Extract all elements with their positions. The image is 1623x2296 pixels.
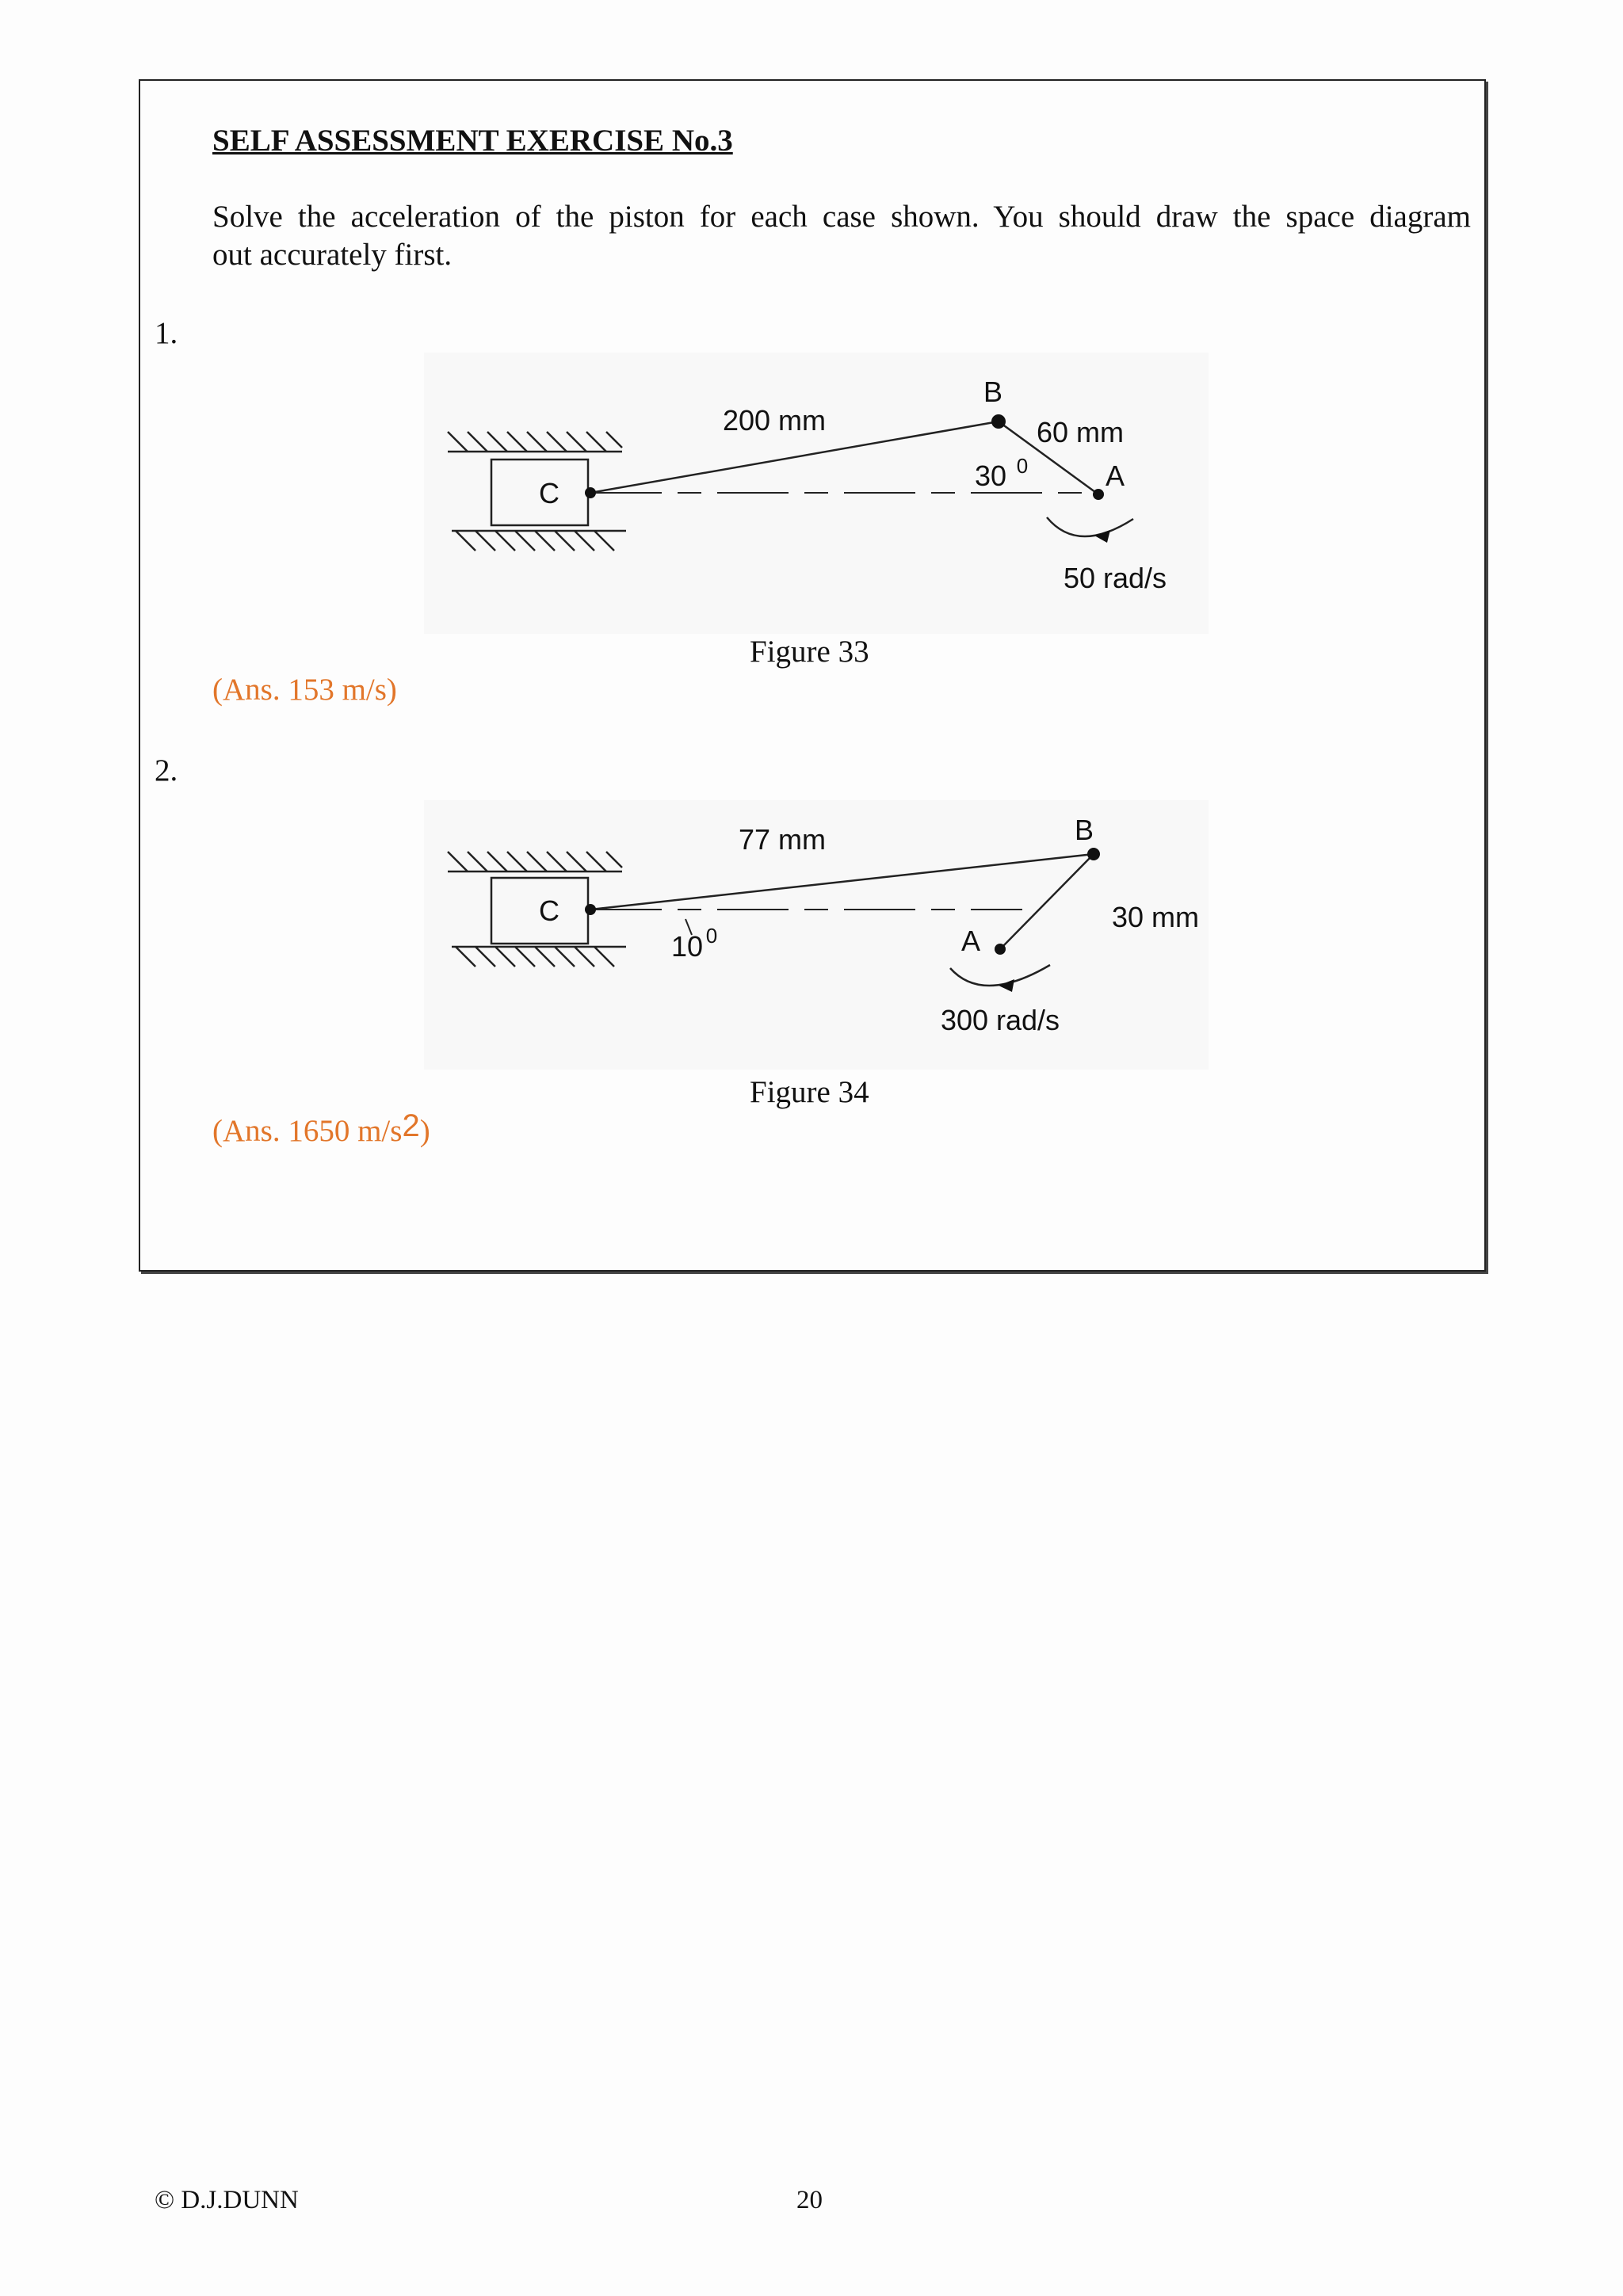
speed-label: 300 rad/s (941, 1004, 1060, 1036)
figure-34-diagram: C B A 77 mm 30 mm 10 0 300 rad/s (424, 800, 1209, 1070)
pivot-a-label: A (961, 925, 980, 957)
exercise-title: SELF ASSESSMENT EXERCISE No.3 (212, 124, 733, 158)
connecting-rod (590, 420, 999, 494)
joint-b-label: B (983, 376, 1002, 408)
answer-2-close: ) (419, 1114, 430, 1148)
intro-line-2: out accurately first. (212, 238, 453, 272)
joint-b (1087, 848, 1100, 860)
rod-length-label: 200 mm (723, 404, 826, 437)
figure-34-caption: Figure 34 (750, 1075, 869, 1109)
exercise-intro: Solve the acceleration of the piston for… (212, 198, 1471, 274)
figure-33-caption: Figure 33 (750, 635, 869, 669)
joint-c (585, 487, 596, 498)
piston-label: C (539, 477, 559, 509)
pivot-a (1093, 489, 1104, 500)
upper-guide-hatch (447, 431, 623, 453)
lower-guide-hatch (452, 529, 626, 551)
connecting-rod (590, 852, 1094, 911)
joint-b (991, 414, 1006, 429)
crank-length-label: 60 mm (1037, 416, 1124, 448)
piston-label: C (539, 894, 559, 927)
angle-unit-label: 0 (1017, 454, 1028, 478)
pivot-a-label: A (1106, 460, 1125, 492)
crank (999, 853, 1094, 950)
problem-2-number: 2. (155, 753, 178, 788)
angle-label: 10 (671, 930, 703, 963)
footer-page-number: 20 (796, 2186, 823, 2214)
arrowhead-icon (1094, 530, 1110, 543)
joint-c (585, 904, 596, 915)
figure-33-diagram: C B A 200 mm 60 mm 30 0 50 rad/s (424, 353, 1209, 634)
upper-guide-hatch (447, 851, 623, 873)
answer-1: (Ans. 153 m/s) (212, 673, 397, 707)
crank (998, 420, 1099, 496)
footer-copyright: © D.J.DUNN (155, 2186, 299, 2214)
answer-2-exponent: 2 (402, 1108, 420, 1143)
angle-marker (685, 918, 693, 936)
lower-guide-hatch (452, 945, 626, 967)
angle-unit-label: 0 (706, 924, 717, 948)
rod-length-label: 77 mm (739, 823, 826, 856)
exercise-box (139, 79, 1486, 1272)
angle-label: 30 (975, 460, 1006, 492)
arrowhead-icon (999, 979, 1014, 992)
answer-2: (Ans. 1650 m/s2) (212, 1110, 430, 1149)
problem-1-number: 1. (155, 316, 178, 350)
joint-b-label: B (1075, 814, 1094, 846)
crank-length-label: 30 mm (1112, 901, 1199, 933)
answer-2-text: (Ans. 1650 m/s (212, 1114, 403, 1148)
pivot-a (995, 944, 1006, 955)
speed-label: 50 rad/s (1064, 562, 1167, 594)
intro-line-1: Solve the acceleration of the piston for… (212, 200, 1471, 234)
rotation-arrow-icon (1046, 517, 1134, 538)
rotation-arrow-icon (949, 963, 1051, 987)
